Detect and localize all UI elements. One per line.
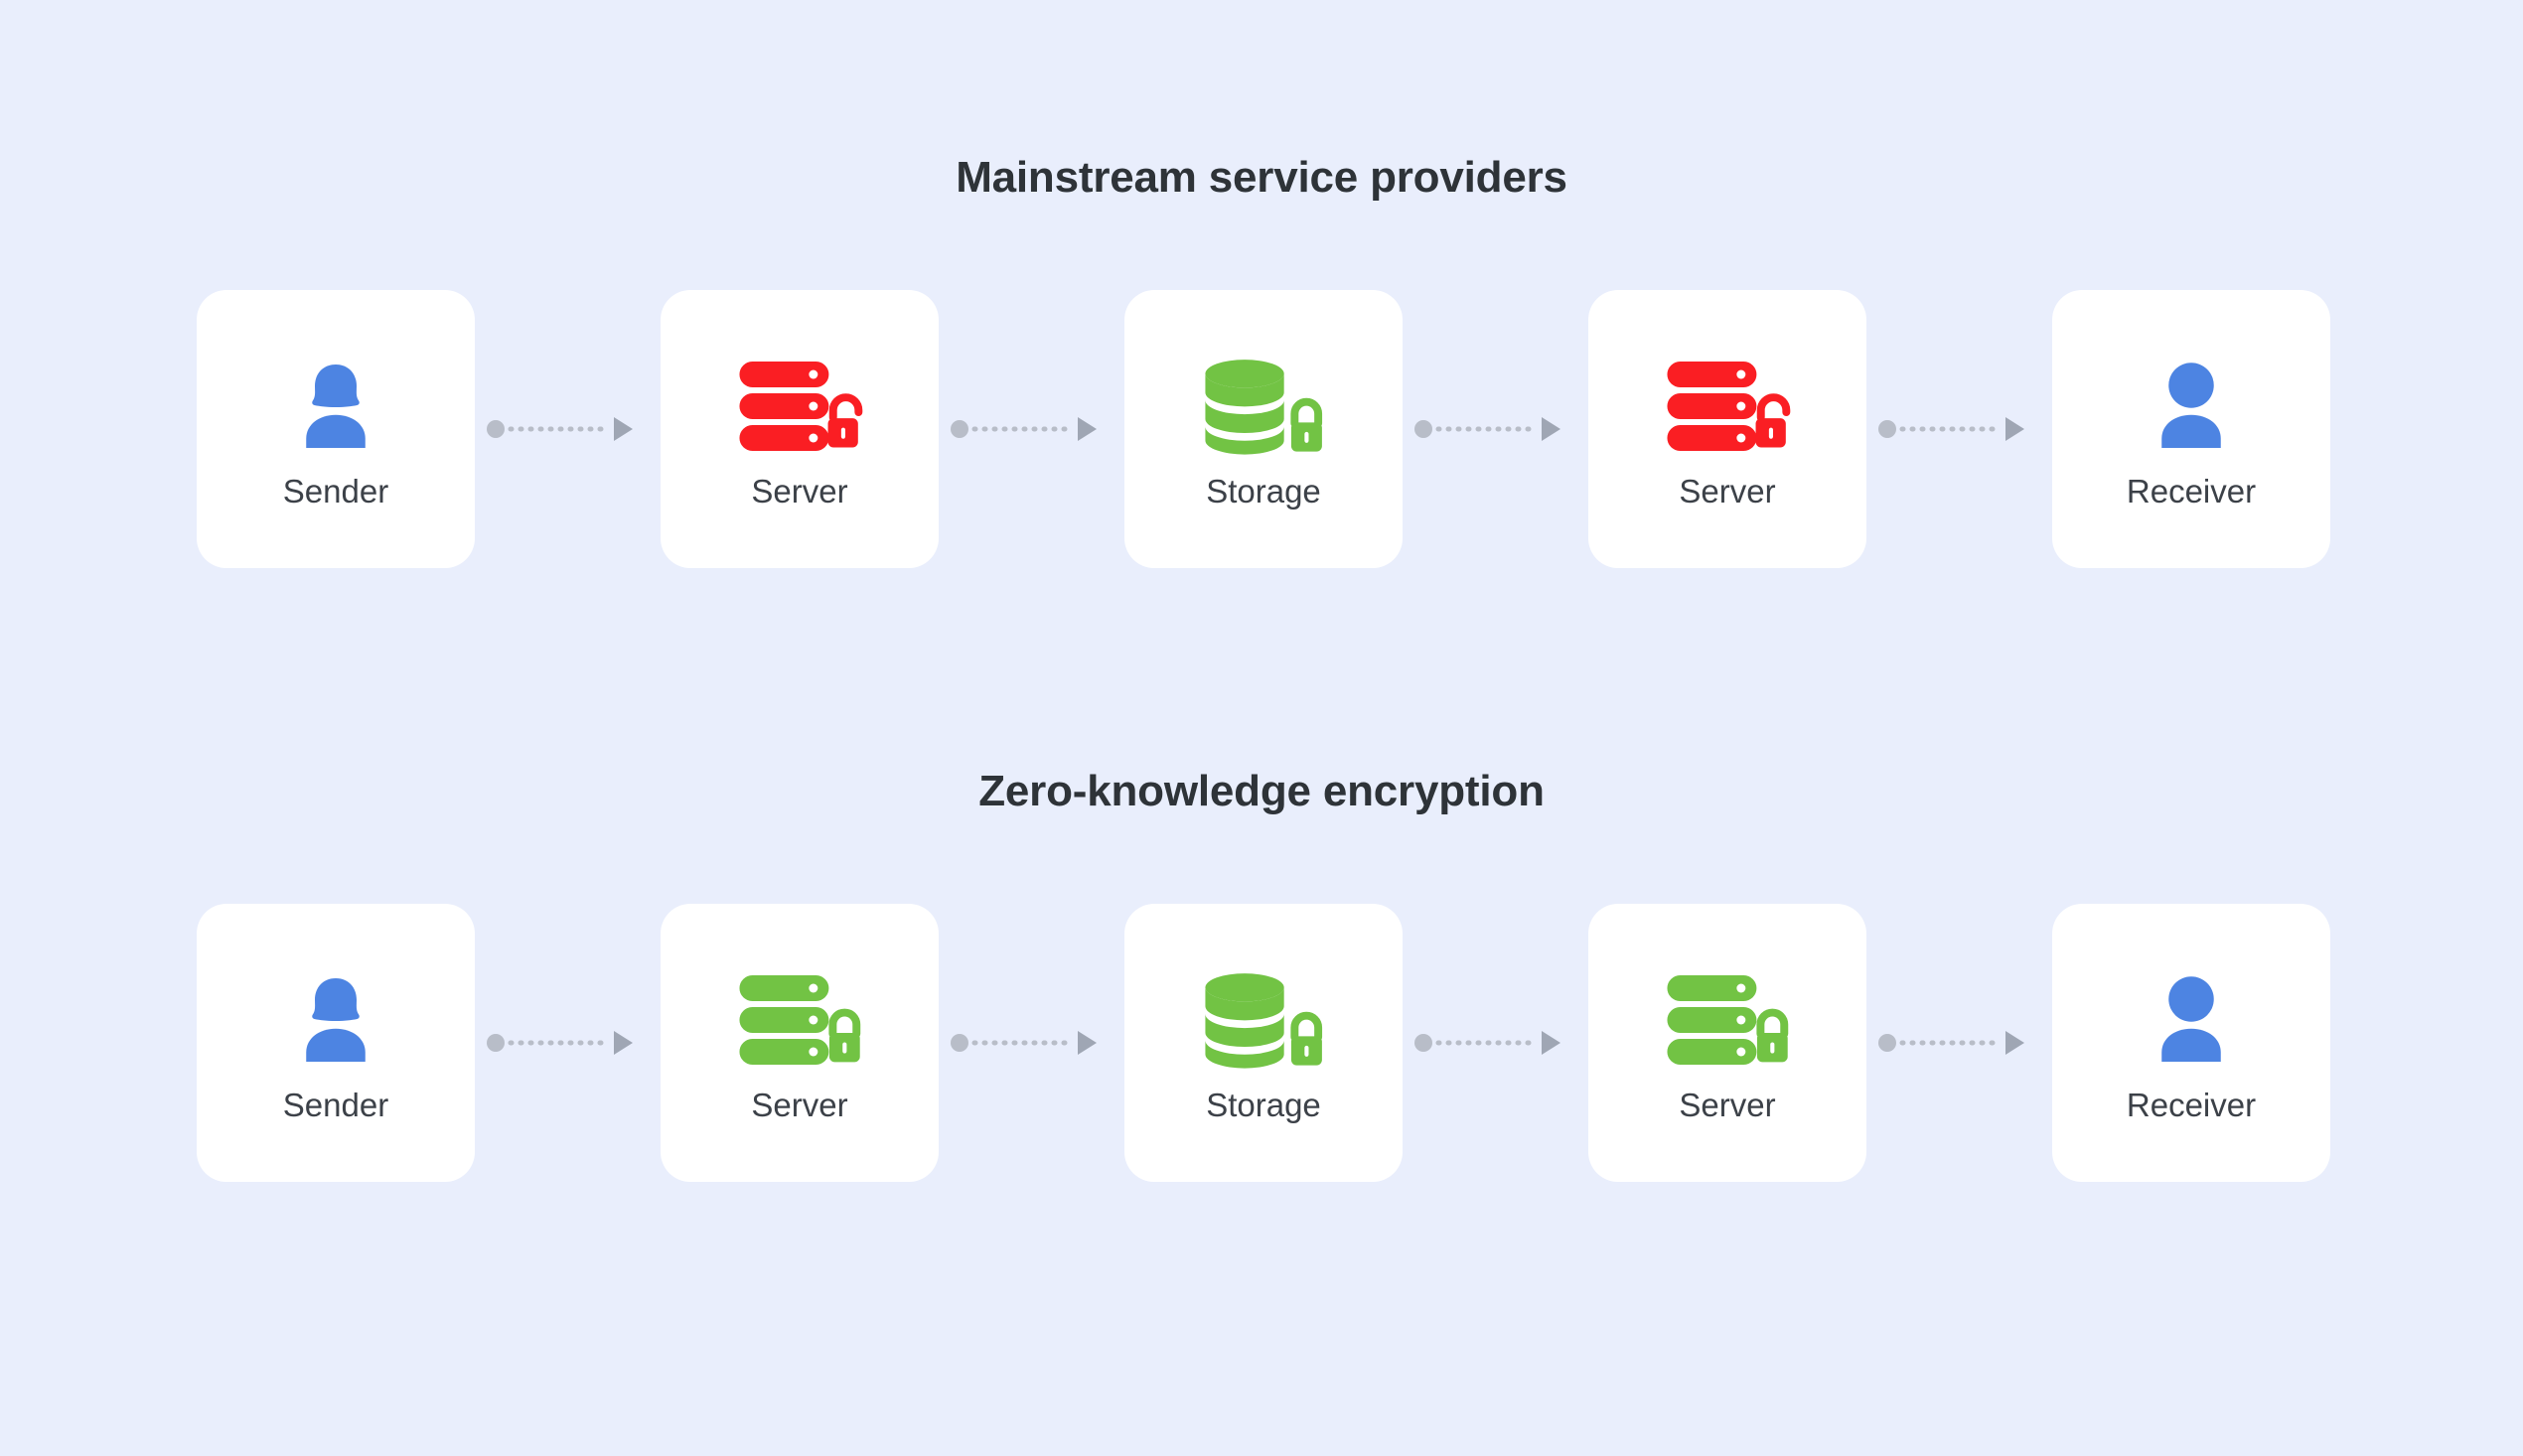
node-label-server-2: Server (1679, 473, 1776, 510)
database-icon (1202, 347, 1325, 466)
server-icon (1664, 960, 1791, 1080)
section-title-zeroknowledge: Zero-knowledge encryption (978, 767, 1545, 815)
node-label-sender: Sender (282, 473, 389, 510)
arrow-server-to-storage (951, 414, 1097, 444)
node-card-server-1[interactable]: Server (661, 290, 939, 568)
arrow-storage-to-server (1414, 1028, 1560, 1058)
node-label-receiver: Receiver (2126, 1087, 2257, 1123)
person-male-icon (2136, 347, 2247, 466)
node-card-storage[interactable]: Storage (1124, 904, 1403, 1182)
node-label-storage: Storage (1206, 473, 1321, 510)
node-card-receiver[interactable]: Receiver (2052, 290, 2330, 568)
arrow-storage-to-server (1414, 414, 1560, 444)
server-icon (736, 960, 863, 1080)
database-icon (1202, 960, 1325, 1080)
node-label-sender: Sender (282, 1087, 389, 1123)
server-icon (1664, 347, 1791, 466)
flow-row-mainstream: Sender (0, 290, 2523, 568)
person-female-icon (280, 347, 391, 466)
arrow-server-to-receiver (1878, 1028, 2024, 1058)
node-card-server-1[interactable]: Server (661, 904, 939, 1182)
node-card-sender[interactable]: Sender (197, 290, 475, 568)
node-label-storage: Storage (1206, 1087, 1321, 1123)
section-mainstream: Mainstream service providers Sender (0, 149, 2523, 568)
node-label-receiver: Receiver (2126, 473, 2257, 510)
person-male-icon (2136, 960, 2247, 1080)
section-zeroknowledge: Zero-knowledge encryption Sender (0, 763, 2523, 1182)
node-card-server-2[interactable]: Server (1588, 904, 1866, 1182)
person-female-icon (280, 960, 391, 1080)
flow-row-zeroknowledge: Sender (0, 904, 2523, 1182)
arrow-sender-to-server (487, 1028, 633, 1058)
arrow-sender-to-server (487, 414, 633, 444)
node-label-server-1: Server (751, 473, 848, 510)
node-label-server-2: Server (1679, 1087, 1776, 1123)
arrow-server-to-receiver (1878, 414, 2024, 444)
node-card-receiver[interactable]: Receiver (2052, 904, 2330, 1182)
node-card-storage[interactable]: Storage (1124, 290, 1403, 568)
node-card-server-2[interactable]: Server (1588, 290, 1866, 568)
node-label-server-1: Server (751, 1087, 848, 1123)
arrow-server-to-storage (951, 1028, 1097, 1058)
server-icon (736, 347, 863, 466)
node-card-sender[interactable]: Sender (197, 904, 475, 1182)
section-title-mainstream: Mainstream service providers (956, 153, 1567, 202)
